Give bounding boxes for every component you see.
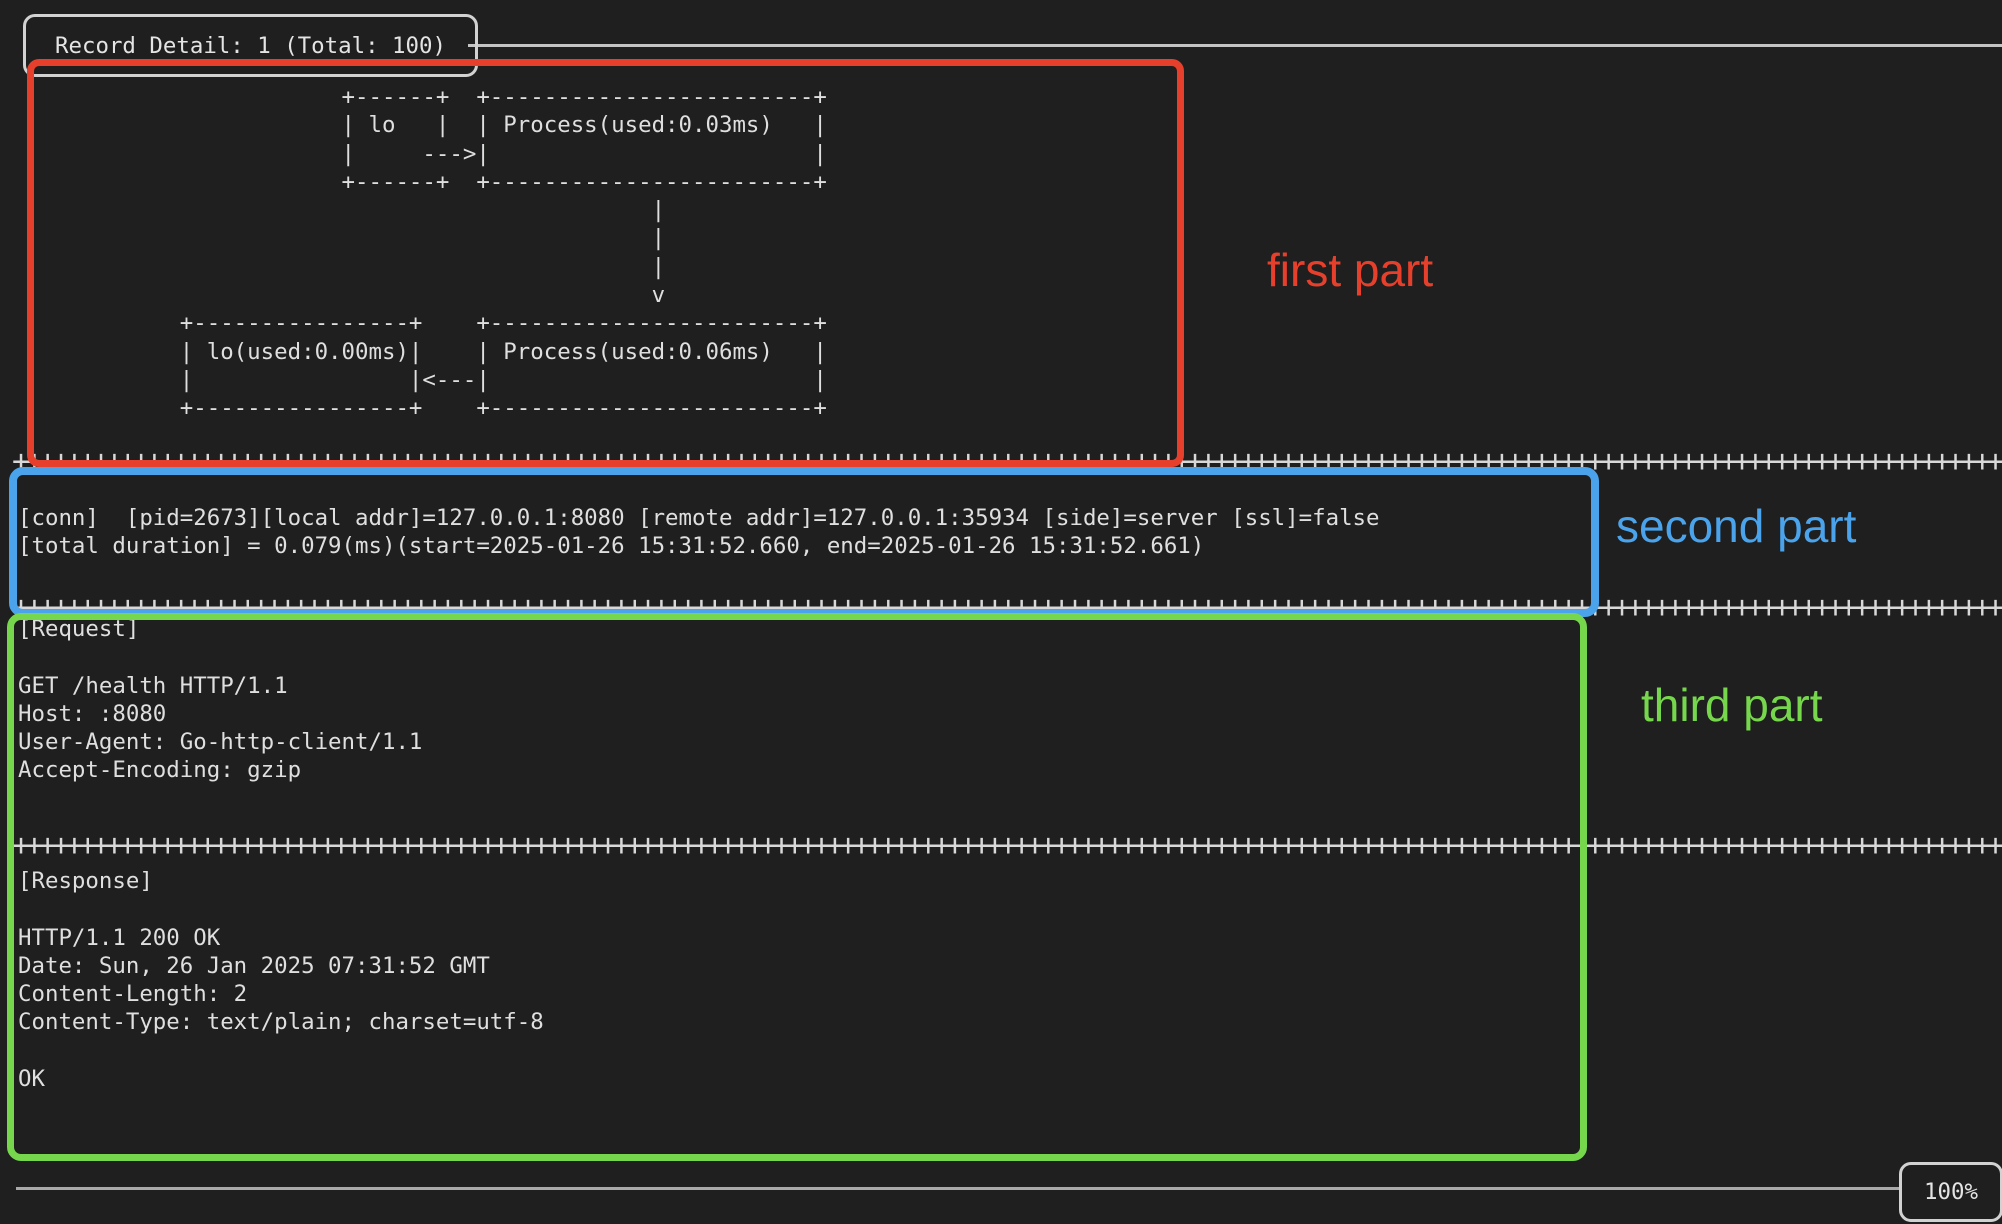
panel-title-label: Record Detail: 1 (Total: 100): [55, 32, 446, 59]
response-section[interactable]: [Response] HTTP/1.1 200 OK Date: Sun, 26…: [18, 868, 544, 1093]
scroll-percent-label: 100%: [1924, 1179, 1978, 1205]
request-section[interactable]: [Request] GET /health HTTP/1.1 Host: :80…: [18, 616, 423, 784]
panel-title: Record Detail: 1 (Total: 100): [23, 14, 478, 77]
plus-separator-top: ++++++++++++++++++++++++++++++++++++++++…: [12, 449, 2002, 475]
panel-bottom-border: [16, 1187, 1900, 1190]
annotation-label-first-part: first part: [1267, 244, 1434, 296]
scroll-percent-badge: 100%: [1899, 1162, 2002, 1222]
annotation-label-third-part: third part: [1641, 679, 1823, 731]
connection-info[interactable]: [conn] [pid=2673][local addr]=127.0.0.1:…: [18, 505, 1380, 560]
annotation-label-second-part: second part: [1616, 500, 1857, 552]
panel-top-border: [468, 44, 2002, 47]
flow-diagram[interactable]: +------+ +------------------------+ | lo…: [179, 84, 827, 422]
plus-separator-response: ++++++++++++++++++++++++++++++++++++++++…: [12, 833, 2002, 859]
